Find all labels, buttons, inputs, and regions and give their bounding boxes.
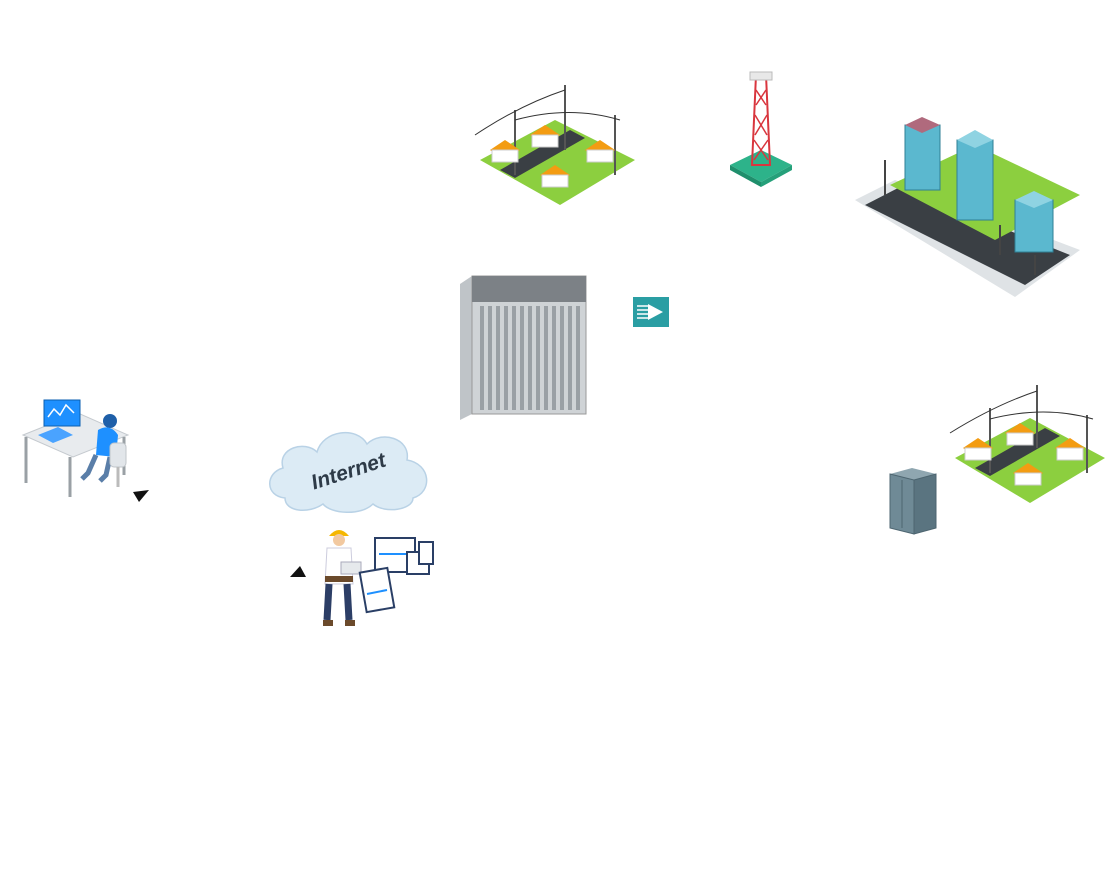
arrow-to-workstation [133, 490, 149, 502]
street-cabinet [888, 466, 938, 536]
residential-houses-bottom [945, 383, 1110, 508]
field-engineer [315, 524, 437, 632]
office-buildings [855, 115, 1085, 300]
cell-tower-icon [730, 71, 792, 187]
arrow-icon [290, 566, 306, 577]
internet-cloud-icon: Internet [269, 431, 428, 513]
field-engineer-icon [323, 530, 434, 626]
cell-tower [728, 70, 794, 190]
arrow-to-engineer [290, 566, 306, 578]
residential-houses-icon [949, 385, 1105, 503]
optical-splitter-icon [633, 297, 669, 327]
optical-splitter [633, 297, 669, 327]
operator-workstation-icon [21, 399, 130, 497]
residential-houses-icon [474, 85, 635, 205]
arrow-icon [133, 490, 149, 502]
olt-chassis-icon [460, 275, 587, 420]
residential-houses-top [470, 80, 640, 210]
street-cabinet-icon [889, 468, 937, 535]
office-buildings-icon [855, 117, 1080, 297]
operator-workstation [18, 395, 133, 500]
olt-chassis [458, 274, 588, 420]
internet-cloud: Internet [265, 418, 433, 514]
